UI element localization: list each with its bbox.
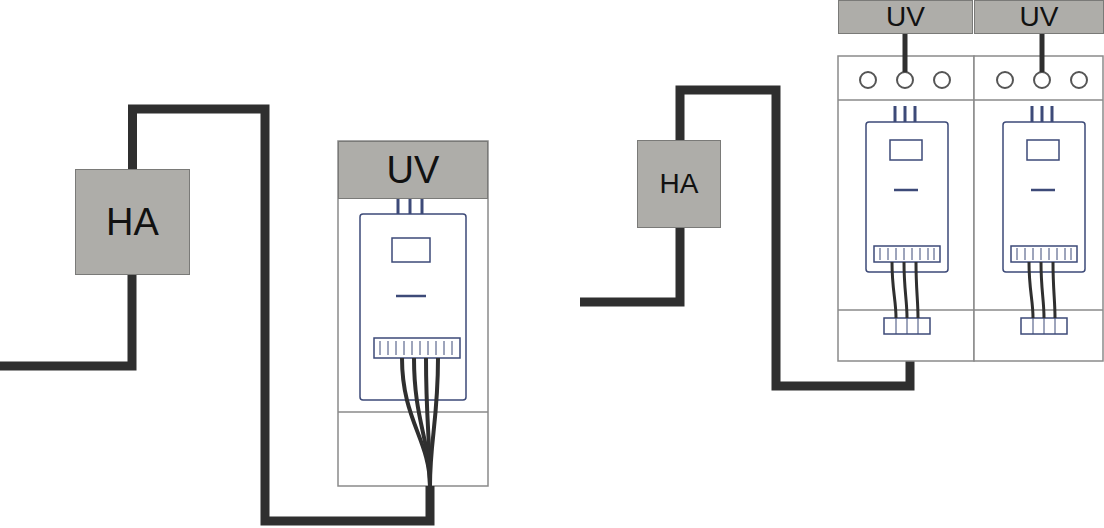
node-label: UV bbox=[387, 151, 440, 189]
equipment-box: HA bbox=[637, 140, 721, 228]
label-box: UV bbox=[974, 0, 1104, 34]
panel-housing bbox=[838, 56, 1103, 361]
panel-housing bbox=[338, 141, 488, 486]
node-label: HA bbox=[660, 170, 699, 198]
node-label: UV bbox=[1020, 3, 1059, 31]
wire bbox=[0, 274, 132, 366]
device-symbol bbox=[866, 106, 1085, 334]
panel-unit: UV bbox=[338, 141, 488, 486]
wire bbox=[580, 228, 680, 302]
header-band: UV bbox=[338, 141, 488, 199]
equipment-box: HA bbox=[75, 169, 190, 275]
wire bbox=[905, 34, 1042, 72]
terminal-circles bbox=[860, 72, 1087, 88]
wire-bundle bbox=[892, 262, 1055, 318]
node-label: HA bbox=[106, 203, 159, 241]
node-label: UV bbox=[886, 3, 925, 31]
label-box: UV bbox=[838, 0, 973, 34]
wire-bundle bbox=[402, 358, 438, 486]
